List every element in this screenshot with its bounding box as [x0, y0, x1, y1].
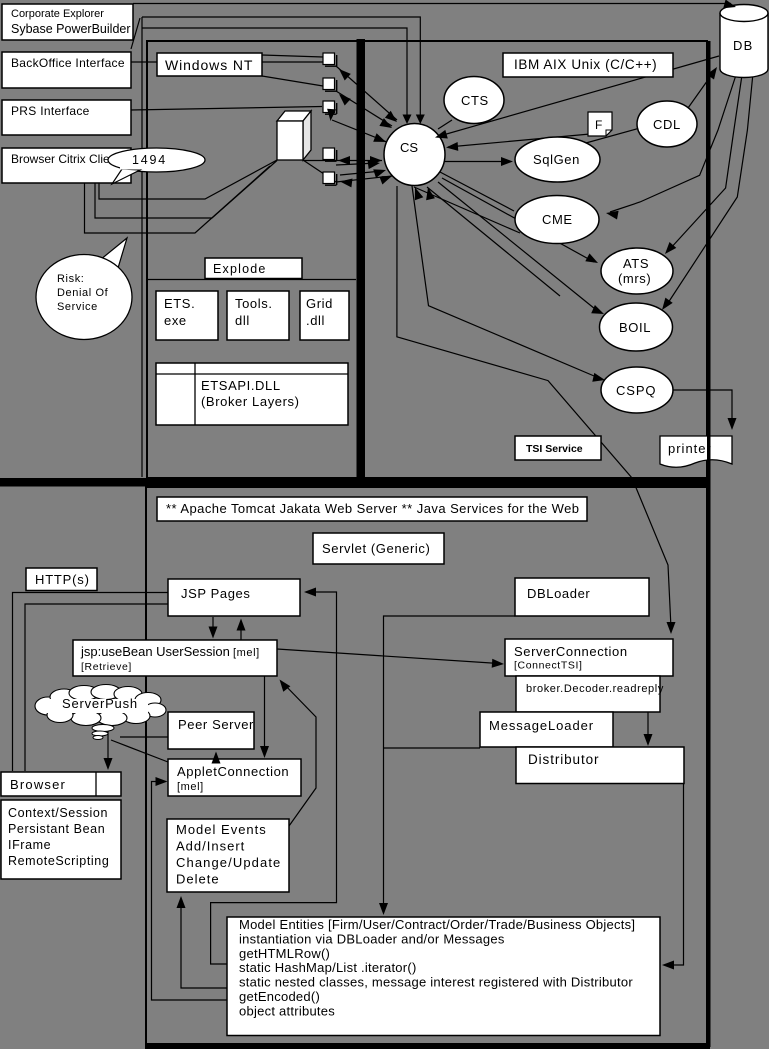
svg-text:IBM AIX Unix (C/C++): IBM AIX Unix (C/C++): [514, 57, 657, 72]
svg-text:jsp:useBean UserSession: jsp:useBean UserSession: [80, 644, 230, 659]
svg-text:ATS: ATS: [623, 256, 649, 271]
svg-text:CSPQ: CSPQ: [616, 383, 656, 398]
svg-text:(Broker Layers): (Broker Layers): [201, 394, 300, 409]
svg-text:printer: printer: [668, 441, 712, 456]
svg-text:CTS: CTS: [461, 93, 489, 108]
svg-text:BackOffice Interface: BackOffice Interface: [11, 56, 125, 70]
svg-text:Browser Citrix Client: Browser Citrix Client: [11, 152, 120, 166]
svg-text:BOIL: BOIL: [619, 320, 651, 335]
svg-text:Persistant Bean: Persistant Bean: [8, 822, 105, 836]
svg-text:AppletConnection: AppletConnection: [177, 764, 289, 779]
svg-text:instantiation via DBLoader and: instantiation via DBLoader and/or Messag…: [239, 931, 505, 946]
svg-text:Grid: Grid: [306, 296, 333, 311]
svg-text:Corporate Explorer: Corporate Explorer: [11, 8, 104, 20]
svg-text:DBLoader: DBLoader: [527, 586, 590, 601]
svg-text:(mrs): (mrs): [618, 271, 651, 286]
svg-text:Peer Server: Peer Server: [178, 717, 254, 732]
svg-text:Browser: Browser: [10, 777, 66, 792]
svg-text:TSI Service: TSI Service: [526, 443, 583, 455]
svg-text:CME: CME: [542, 212, 573, 227]
svg-text:Delete: Delete: [176, 872, 220, 887]
svg-text:PRS Interface: PRS Interface: [11, 104, 90, 118]
svg-text:exe: exe: [164, 313, 187, 328]
svg-text:getHTMLRow(): getHTMLRow(): [239, 946, 330, 961]
svg-text:Denial Of: Denial Of: [57, 287, 109, 299]
svg-text:Model Entities [Firm/User/Cont: Model Entities [Firm/User/Contract/Order…: [239, 917, 635, 932]
svg-text:CS: CS: [400, 140, 418, 155]
svg-text:** Apache Tomcat Jakata Web Se: ** Apache Tomcat Jakata Web Server ** Ja…: [166, 501, 580, 516]
svg-text:1494: 1494: [132, 153, 167, 167]
svg-text:ServerPush: ServerPush: [62, 696, 138, 711]
svg-text:MessageLoader: MessageLoader: [489, 718, 594, 733]
svg-text:Tools.: Tools.: [235, 296, 273, 311]
svg-text:JSP Pages: JSP Pages: [181, 586, 250, 601]
svg-text:HTTP(s): HTTP(s): [35, 572, 90, 587]
svg-text:ServerConnection: ServerConnection: [514, 644, 628, 659]
svg-text:Distributor: Distributor: [528, 752, 599, 767]
svg-text:[ConnectTSI]: [ConnectTSI]: [514, 660, 582, 672]
svg-text:[mel]: [mel]: [233, 647, 260, 659]
svg-text:CDL: CDL: [653, 117, 681, 132]
svg-text:Risk:: Risk:: [57, 273, 84, 285]
svg-text:[mel]: [mel]: [177, 781, 204, 793]
svg-text:Context/Session: Context/Session: [8, 806, 108, 820]
svg-text:dll: dll: [235, 313, 250, 328]
svg-text:DB: DB: [733, 38, 753, 53]
svg-text:Change/Update: Change/Update: [176, 855, 281, 870]
svg-text:broker.Decoder.readreply: broker.Decoder.readreply: [526, 683, 664, 695]
svg-text:Windows NT: Windows NT: [165, 57, 253, 73]
svg-text:ETSAPI.DLL: ETSAPI.DLL: [201, 378, 281, 393]
svg-text:Explode: Explode: [213, 262, 267, 276]
svg-text:IFrame: IFrame: [8, 838, 51, 852]
svg-text:Model Events: Model Events: [176, 822, 267, 837]
svg-text:F: F: [595, 118, 603, 132]
svg-text:Service: Service: [57, 301, 98, 313]
svg-text:static HashMap/List .iterator(: static HashMap/List .iterator(): [239, 960, 417, 975]
svg-text:Sybase PowerBuilder: Sybase PowerBuilder: [11, 22, 131, 36]
svg-text:object attributes: object attributes: [239, 1003, 335, 1018]
svg-text:static nested classes, message: static nested classes, message interest …: [239, 975, 633, 990]
svg-text:Add/Insert: Add/Insert: [176, 839, 245, 854]
svg-text:.dll: .dll: [306, 313, 325, 328]
svg-text:SqlGen: SqlGen: [533, 152, 580, 167]
svg-text:getEncoded(): getEncoded(): [239, 989, 320, 1004]
svg-text:RemoteScripting: RemoteScripting: [8, 854, 109, 868]
svg-text:Servlet (Generic): Servlet (Generic): [322, 541, 430, 556]
svg-text:[Retrieve]: [Retrieve]: [81, 661, 132, 673]
svg-text:ETS.: ETS.: [164, 296, 195, 311]
